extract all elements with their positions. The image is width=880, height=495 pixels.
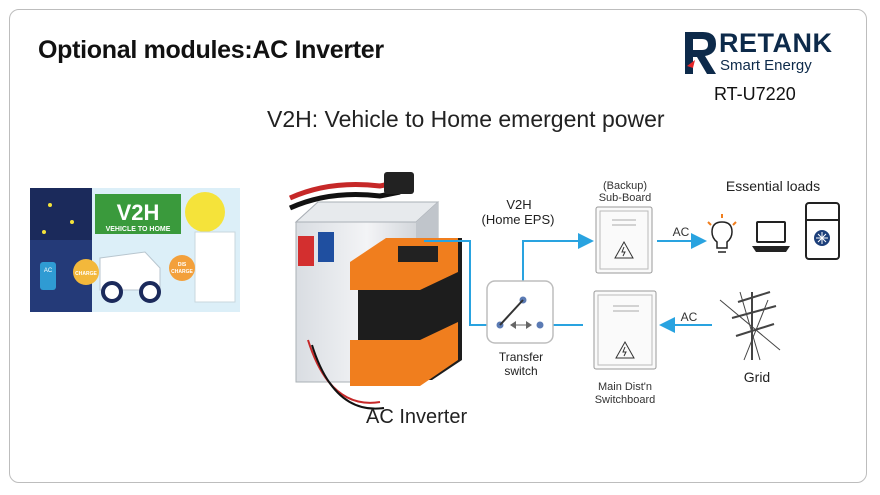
lightbulb-icon bbox=[707, 214, 737, 253]
v2h-illustration: V2H VEHICLE TO HOME CHARGE DIS CHARGE AC bbox=[30, 188, 240, 312]
danger-sign-icon bbox=[615, 340, 635, 359]
brand-logo: RETANK Smart Energy bbox=[683, 28, 853, 80]
grid-label: Grid bbox=[743, 369, 771, 385]
charge-badge-text: CHARGE bbox=[75, 271, 97, 277]
backup-board-label-line2: Sub-Board bbox=[598, 192, 652, 204]
laptop-icon bbox=[752, 221, 790, 252]
inverter-to-switch-line bbox=[424, 240, 497, 326]
power-tower-icon bbox=[719, 291, 781, 361]
transfer-switch bbox=[486, 280, 554, 344]
ac-inverter-label: AC Inverter bbox=[366, 406, 468, 428]
ac-label-bottom: AC bbox=[680, 310, 698, 324]
model-number: RT-U7220 bbox=[714, 84, 796, 104]
battery-with-inverter bbox=[288, 172, 462, 410]
backup-board-label-line1: (Backup) bbox=[602, 180, 648, 192]
brand-name: RETANK bbox=[719, 28, 833, 58]
backup-sub-board bbox=[595, 206, 653, 274]
transfer-switch-label-line2: switch bbox=[504, 364, 538, 378]
refrigerator-icon bbox=[805, 202, 840, 260]
v2h-label-line1: V2H bbox=[506, 197, 532, 212]
ac-label-top: AC bbox=[672, 225, 690, 239]
page-title: Optional modules:AC Inverter bbox=[38, 36, 384, 64]
essential-loads-label: Essential loads bbox=[725, 178, 821, 194]
main-board-label-line1: Main Dist'n bbox=[597, 381, 653, 393]
main-switchboard bbox=[593, 290, 657, 370]
retank-r-icon bbox=[685, 32, 716, 74]
v2h-tag-text: VEHICLE TO HOME bbox=[106, 226, 171, 233]
discharge-badge-text-2: CHARGE bbox=[171, 269, 193, 275]
transfer-switch-label-line1: Transfer bbox=[498, 350, 544, 364]
main-board-label-line2: Switchboard bbox=[594, 394, 656, 406]
discharge-badge-text-1: DIS bbox=[178, 262, 187, 268]
ac-plug-text: AC bbox=[44, 268, 53, 274]
brand-tagline: Smart Energy bbox=[720, 57, 812, 74]
v2h-label-line2: (Home EPS) bbox=[481, 212, 555, 227]
diagram-subtitle: V2H: Vehicle to Home emergent power bbox=[267, 106, 665, 132]
danger-sign-icon bbox=[614, 240, 634, 259]
v2h-big-text: V2H bbox=[117, 200, 160, 225]
